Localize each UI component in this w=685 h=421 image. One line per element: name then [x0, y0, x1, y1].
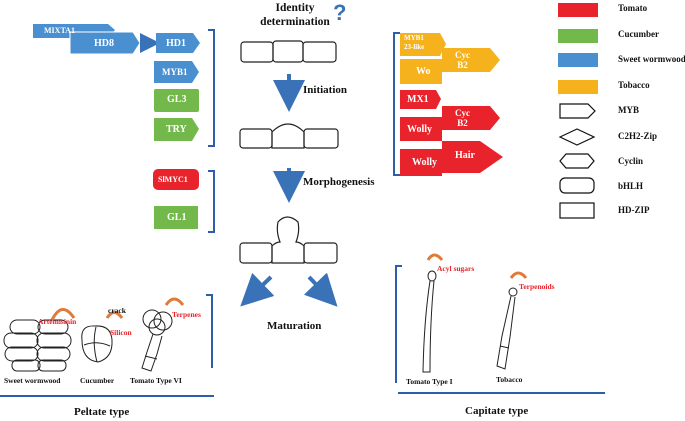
left-bracket-top: [208, 29, 215, 147]
legend-shape-bhlh: [559, 177, 595, 194]
tomato-type-vi-trichome: [141, 309, 173, 372]
maturation-label: Maturation: [267, 320, 322, 332]
hd8-box: [69, 31, 141, 55]
hd1-box: [156, 33, 200, 53]
wolly1-box: [400, 106, 500, 141]
mx1-box: [400, 90, 441, 109]
legend-shape-c2h2: [558, 128, 596, 146]
gl1-label: GL1: [167, 212, 187, 223]
tomato-type-i-caption: Tomato Type I: [406, 377, 453, 386]
mixta1-label: MIXTA1: [44, 26, 75, 35]
wolly1-label: Wolly: [407, 124, 433, 135]
slmyc1-label: SlMYC1: [158, 175, 188, 184]
mx1-label: MX1: [407, 94, 429, 105]
silicon-label: Silicon: [110, 328, 132, 337]
wolly2-label: Wolly: [412, 157, 438, 168]
gl1-box: [154, 206, 198, 229]
cucumber-caption: Cucumber: [80, 376, 115, 385]
wo-box: [400, 48, 500, 84]
legend-label-sweet-wormwood: Sweet wormwood: [618, 54, 685, 64]
legend-label-c2h2: C2H2-Zip: [618, 131, 658, 141]
legend-shape-cyclin: [559, 153, 595, 169]
stage3-cells: [239, 216, 338, 264]
legend-swatch-sweet-wormwood: [558, 53, 598, 67]
tobacco-caption: Tobacco: [496, 375, 523, 384]
tobacco-trichome: [496, 287, 518, 370]
tomato-type-i-trichome: [422, 270, 437, 373]
sweet-wormwood-trichome: [3, 319, 72, 372]
slmyc1-box: [153, 169, 199, 190]
legend-label-cucumber: Cucumber: [618, 29, 659, 39]
capitate-type-label: Capitate type: [465, 405, 529, 417]
crack-label: crack: [108, 306, 126, 315]
legend-label-hdzip: HD-ZIP: [618, 205, 650, 215]
hair-label: Hair: [455, 150, 475, 161]
myb1-label: MYB1: [162, 67, 188, 77]
artemisinin-label: Artemisinin: [38, 317, 77, 326]
terpenes-label: Terpenes: [172, 310, 201, 319]
legend-label-cyclin: Cyclin: [618, 156, 644, 166]
peltate-bracket: [206, 294, 213, 368]
gl3-box: [154, 89, 199, 112]
myb1-23like-box: [400, 33, 446, 56]
legend-shape-myb: [559, 103, 596, 119]
legend-swatch-cucumber: [558, 29, 598, 43]
gl3-label: GL3: [167, 94, 187, 105]
legend-swatch-tobacco: [558, 80, 598, 94]
legend-label-tomato: Tomato: [618, 3, 648, 13]
acyl-sugars-label: Acyl sugars: [437, 264, 475, 273]
try-label: TRY: [166, 124, 187, 135]
left-bracket-mid: [208, 170, 215, 233]
acyl-sugars-arc: [426, 253, 444, 261]
terpenoids-arc: [509, 271, 528, 279]
tomato-type-vi-caption: Tomato Type VI: [130, 376, 182, 385]
wo-label: Wo: [416, 66, 431, 77]
terpenes-arc: [164, 297, 185, 306]
question-mark: ?: [333, 0, 347, 25]
myb1-box: [154, 61, 199, 83]
legend-label-bhlh: bHLH: [618, 181, 644, 191]
cyc-b2-top-label: Cyc B2: [455, 50, 470, 70]
arrow-maturation-left: [240, 272, 275, 307]
hd1-label: HD1: [166, 38, 186, 49]
legend-shape-hdzip: [559, 202, 595, 219]
stage2-cells: [239, 123, 339, 149]
try-box: [154, 118, 199, 141]
hd8-label: HD8: [94, 38, 114, 49]
legend-swatch-tomato: [558, 3, 598, 17]
legend-label-myb: MYB: [618, 105, 639, 115]
silicon-arc: [105, 311, 124, 319]
artemisinin-arc: [50, 308, 76, 321]
arrow-maturation-right: [303, 272, 338, 307]
morphogenesis-label: Morphogenesis: [303, 176, 375, 188]
initiation-label: Initiation: [303, 84, 348, 96]
wolly2-box: [400, 141, 503, 176]
legend-label-tobacco: Tobacco: [618, 80, 650, 90]
terpenoids-label: Terpenoids: [519, 282, 555, 291]
myb1-23like-label: MYB1 23-like: [404, 34, 425, 51]
identity-determination-label: Identity determination: [260, 2, 330, 28]
sweet-wormwood-caption: Sweet wormwood: [4, 376, 61, 385]
right-bracket-top: [393, 32, 400, 176]
cucumber-trichome: [81, 325, 113, 363]
stage1-cells: [240, 40, 337, 63]
capitate-bracket: [395, 265, 402, 383]
cyc-b2-mid-label: Cyc B2: [455, 108, 470, 128]
peltate-type-label: Peltate type: [74, 406, 130, 418]
